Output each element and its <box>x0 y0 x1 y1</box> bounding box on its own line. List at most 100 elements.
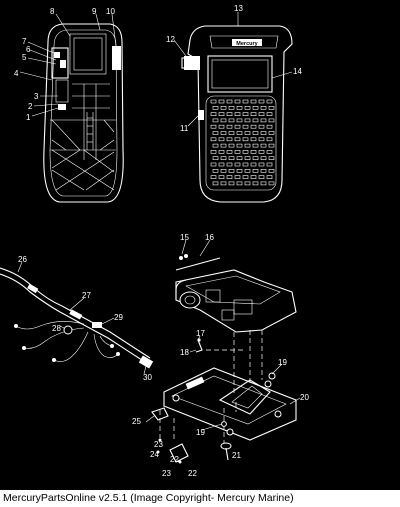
grip-slot <box>234 124 241 129</box>
grip-slot <box>234 99 241 104</box>
grip-slot <box>260 169 267 173</box>
grip-slot <box>258 150 265 154</box>
callout-1: 1 <box>26 113 31 122</box>
grip-slot <box>218 99 225 104</box>
grip-slot <box>212 156 219 160</box>
grip-slot <box>258 99 265 104</box>
grip-slot <box>228 118 235 123</box>
pedal-grip-pattern <box>210 99 275 186</box>
callout-23-lower: 23 <box>162 469 171 478</box>
callout-12: 12 <box>166 35 175 44</box>
grip-slot <box>228 131 235 135</box>
grip-slot <box>226 112 233 116</box>
grip-slot <box>268 118 275 123</box>
grip-slot <box>250 112 257 116</box>
callout-21: 21 <box>232 451 241 460</box>
grip-slot <box>244 131 251 135</box>
grip-slot <box>258 162 265 167</box>
grip-slot <box>234 162 241 167</box>
callout-22-right: 22 <box>188 469 197 478</box>
grip-slot <box>244 156 251 160</box>
grip-slot <box>228 169 235 173</box>
grip-slot <box>242 175 249 179</box>
grip-slot <box>236 156 243 160</box>
grip-slot <box>244 106 251 110</box>
grip-slot <box>266 99 273 104</box>
callout-11: 11 <box>180 124 189 133</box>
grip-slot <box>212 169 219 173</box>
grip-slot <box>266 162 273 167</box>
grip-slot <box>268 143 275 148</box>
grip-slot <box>244 181 251 186</box>
grip-slot <box>220 169 227 173</box>
grip-slot <box>252 169 259 173</box>
grip-slot <box>250 150 257 154</box>
grip-slot <box>250 99 257 104</box>
grip-slot <box>212 181 219 186</box>
grip-slot <box>218 124 225 129</box>
callout-19-upper: 19 <box>278 358 287 367</box>
grip-slot <box>260 143 267 148</box>
callout-10: 10 <box>106 7 115 16</box>
grip-slot <box>226 137 233 142</box>
callout-13: 13 <box>234 4 243 13</box>
grip-slot <box>268 169 275 173</box>
grip-slot <box>258 137 265 142</box>
grip-slot <box>242 162 249 167</box>
callout-5: 5 <box>22 53 27 62</box>
exploded-assembly <box>0 254 297 464</box>
grip-slot <box>226 124 233 129</box>
grip-slot <box>268 181 275 186</box>
grip-slot <box>220 131 227 135</box>
callout-26: 26 <box>18 255 27 264</box>
grip-slot <box>242 137 249 142</box>
grip-slot <box>236 143 243 148</box>
grip-slot <box>220 106 227 110</box>
grip-slot <box>242 150 249 154</box>
grip-slot <box>258 124 265 129</box>
grip-slot <box>218 175 225 179</box>
grip-slot <box>236 169 243 173</box>
grip-slot <box>252 143 259 148</box>
callout-3: 3 <box>34 92 39 101</box>
grip-slot <box>210 124 217 129</box>
grip-slot <box>210 162 217 167</box>
grip-slot <box>268 106 275 110</box>
callouts: 8 9 10 7 6 5 4 3 2 1 13 12 14 11 26 27 2… <box>14 4 309 478</box>
grip-slot <box>234 150 241 154</box>
grip-slot <box>218 150 225 154</box>
callout-4: 4 <box>14 69 19 78</box>
grip-slot <box>266 175 273 179</box>
callout-17: 17 <box>196 329 205 338</box>
grip-slot <box>226 99 233 104</box>
parts-diagram: Mercury <box>0 4 309 478</box>
grip-slot <box>228 106 235 110</box>
grip-slot <box>234 112 241 116</box>
grip-slot <box>228 156 235 160</box>
grip-slot <box>244 169 251 173</box>
grip-slot <box>252 156 259 160</box>
callout-25: 25 <box>132 417 141 426</box>
grip-slot <box>218 162 225 167</box>
grip-slot <box>252 106 259 110</box>
grip-slot <box>212 118 219 123</box>
grip-slot <box>258 112 265 116</box>
grip-slot <box>266 137 273 142</box>
grip-slot <box>260 131 267 135</box>
grip-slot <box>210 99 217 104</box>
pedal-housing-back <box>43 23 124 203</box>
callout-2: 2 <box>28 102 33 111</box>
grip-slot <box>226 175 233 179</box>
grip-slot <box>250 137 257 142</box>
grip-slot <box>244 118 251 123</box>
grip-slot <box>236 131 243 135</box>
grip-slot <box>212 131 219 135</box>
grip-slot <box>268 131 275 135</box>
grip-slot <box>212 106 219 110</box>
callout-27: 27 <box>82 291 91 300</box>
grip-slot <box>252 131 259 135</box>
grip-slot <box>250 175 257 179</box>
grip-slot <box>228 181 235 186</box>
grip-slot <box>212 143 219 148</box>
copyright-footer: MercuryPartsOnline v2.5.1 (Image Copyrig… <box>0 490 400 507</box>
